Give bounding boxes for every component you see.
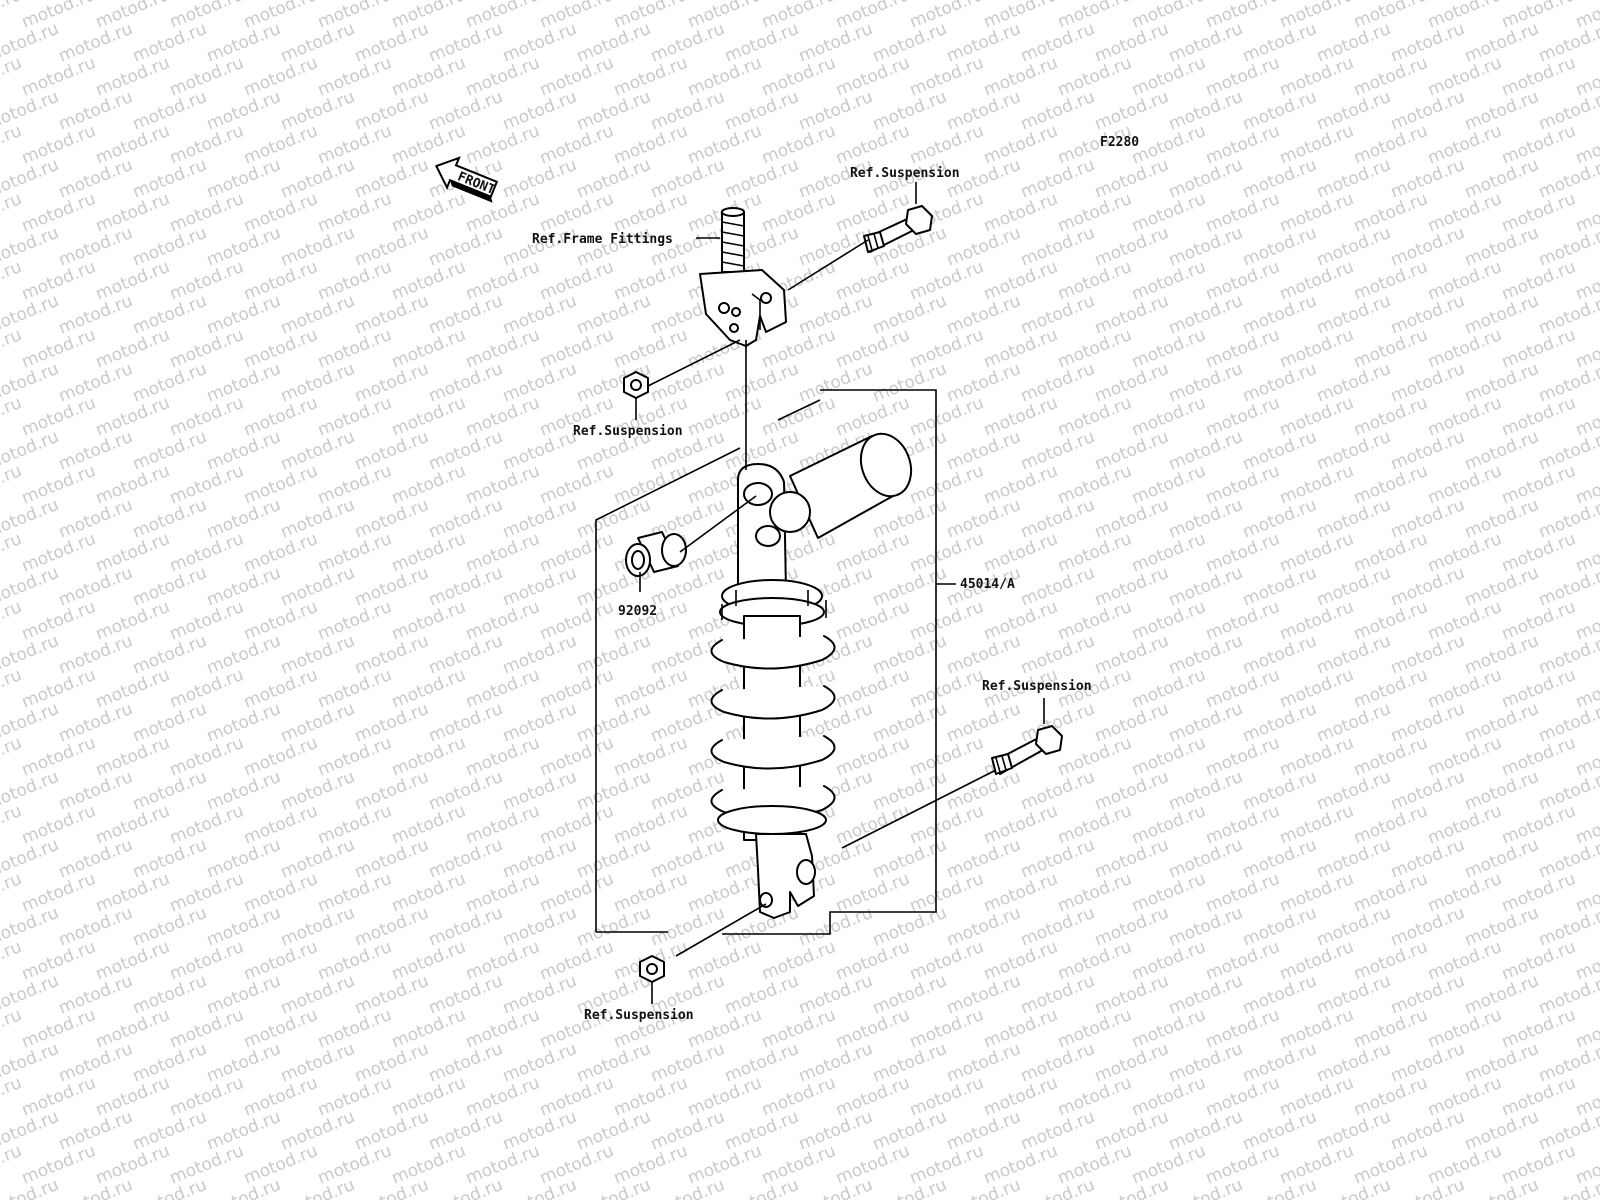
callout-part-92092: 92092: [618, 604, 657, 619]
upper-mount-bolt: [863, 205, 933, 253]
figure-code: F2280: [1100, 135, 1139, 150]
callout-ref-suspension-lower-bolt: Ref.Suspension: [982, 679, 1092, 694]
callout-part-45014: 45014/A: [960, 577, 1015, 592]
callout-ref-suspension-lower-nut: Ref.Suspension: [584, 1008, 694, 1023]
callout-ref-suspension-top: Ref.Suspension: [850, 166, 960, 181]
lower-nut: [639, 955, 665, 983]
frame-fitting-stud: [721, 207, 745, 273]
shock-absorber-45014: [710, 432, 913, 919]
callout-ref-frame-fittings: Ref.Frame Fittings: [532, 232, 673, 247]
upper-mount-bracket: [699, 269, 787, 347]
collar-92092: [625, 531, 687, 577]
callout-ref-suspension-upper-nut: Ref.Suspension: [573, 424, 683, 439]
lower-mount-bolt: [991, 725, 1063, 775]
front-arrow-icon: FRONT: [434, 156, 499, 203]
upper-nut: [623, 371, 649, 399]
leader-lines: [635, 182, 1045, 1004]
